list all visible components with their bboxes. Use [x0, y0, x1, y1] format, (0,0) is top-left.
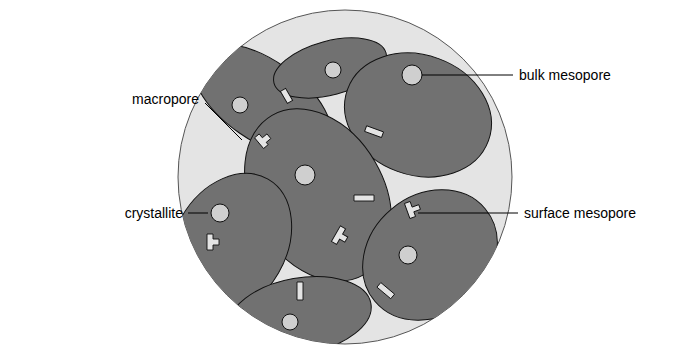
bulk-mesopores: [211, 62, 422, 330]
leader-lines: [188, 75, 518, 213]
part-label: crystallite: [125, 205, 183, 222]
leader-line: [205, 103, 242, 140]
leader-line: [188, 213, 208, 214]
part-label: macropore: [132, 91, 199, 108]
part-label: surface mesopore: [524, 205, 636, 222]
leader-line: [422, 75, 513, 76]
crystallites: [144, 21, 524, 347]
leader-line: [418, 213, 518, 214]
surface-mesopores: [207, 88, 422, 300]
part-label: bulk mesopore: [519, 67, 611, 84]
crystallite-shape: [222, 266, 377, 347]
